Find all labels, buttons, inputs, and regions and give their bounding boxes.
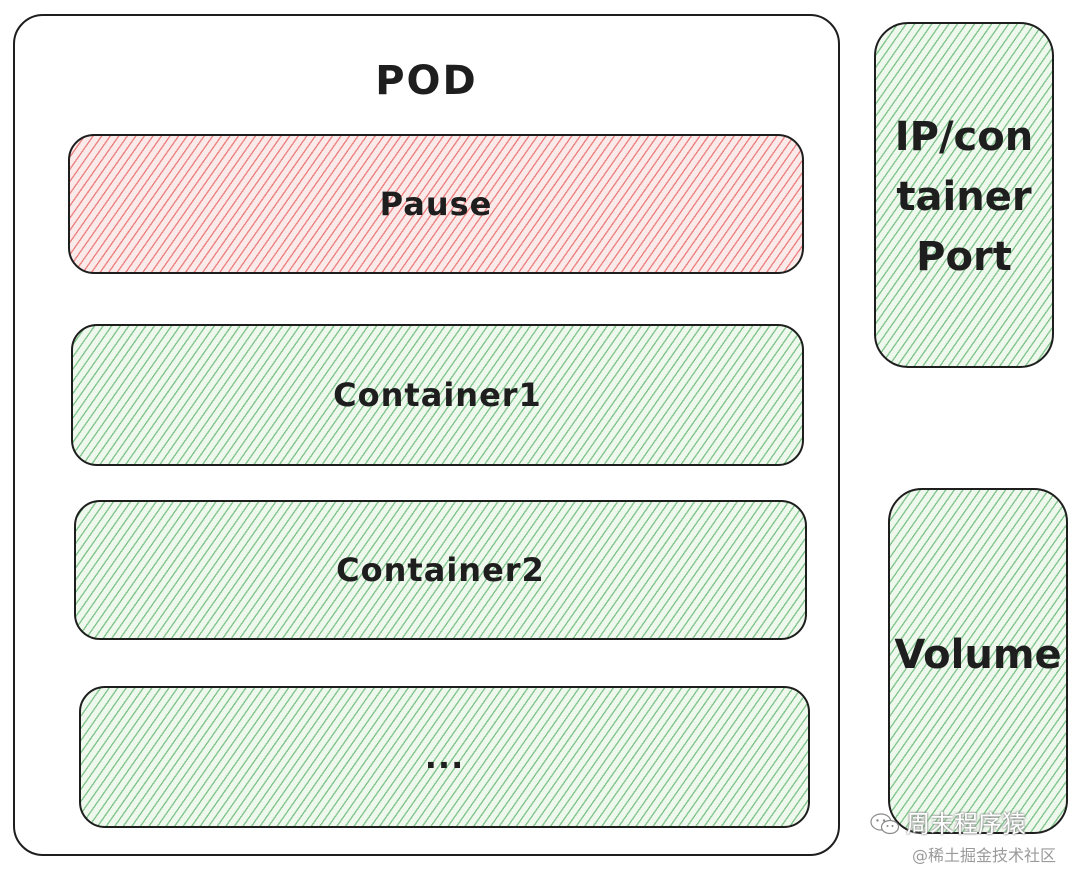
wechat-icon bbox=[870, 813, 900, 835]
pod-title: POD bbox=[375, 58, 478, 104]
container1-label: Container1 bbox=[333, 376, 542, 414]
ip-port-line-1: IP/con bbox=[894, 114, 1034, 160]
ip-port-box: IP/con tainer Port bbox=[874, 22, 1054, 368]
container2-label: Container2 bbox=[336, 551, 545, 589]
community-watermark: @稀土掘金技术社区 bbox=[912, 846, 1057, 865]
pause-box: Pause bbox=[68, 134, 804, 274]
volume-label: Volume bbox=[894, 632, 1062, 678]
more-containers-box: ... bbox=[79, 686, 810, 828]
pause-label: Pause bbox=[379, 185, 493, 223]
ip-port-line-3: Port bbox=[916, 234, 1012, 280]
volume-box: Volume bbox=[888, 488, 1068, 834]
wechat-watermark: 周末程序猿 bbox=[870, 804, 1026, 839]
more-containers-label: ... bbox=[424, 738, 465, 776]
container2-box: Container2 bbox=[74, 500, 807, 640]
wechat-name: 周末程序猿 bbox=[906, 810, 1026, 838]
ip-port-line-2: tainer bbox=[896, 174, 1032, 220]
container1-box: Container1 bbox=[71, 324, 804, 466]
